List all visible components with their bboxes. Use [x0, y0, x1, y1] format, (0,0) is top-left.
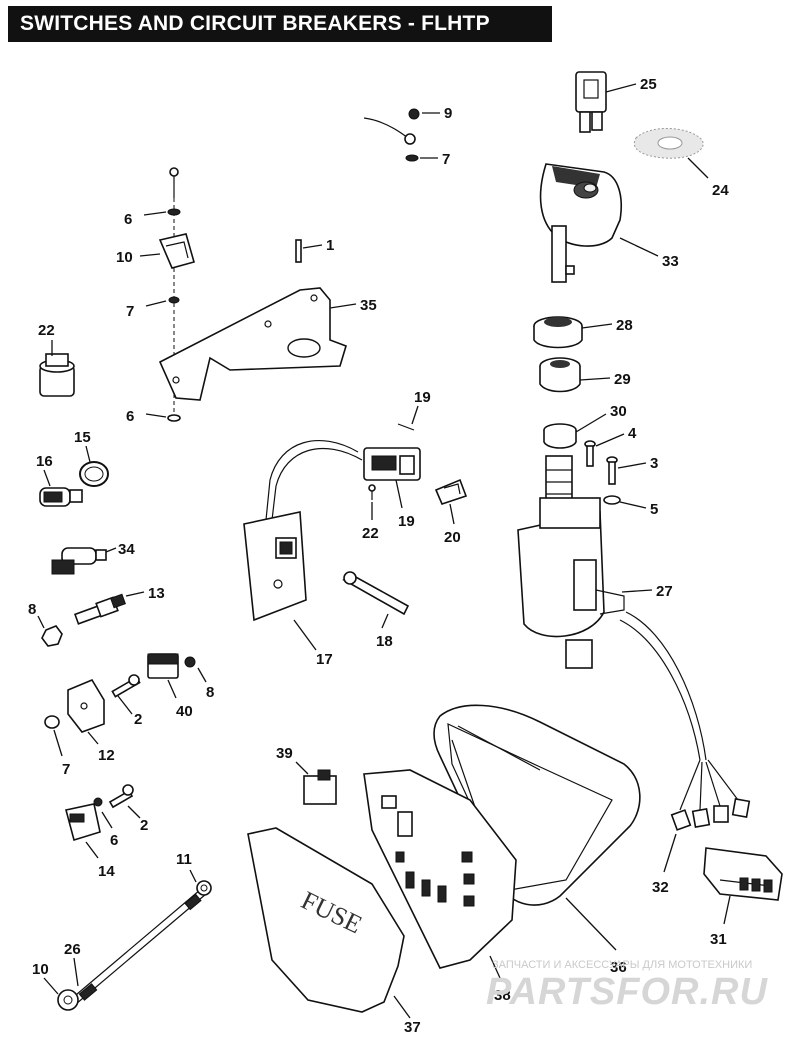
callout-2b: 2 [140, 817, 148, 834]
gasket-part-24 [633, 127, 704, 159]
fuse-panel-part-38 [363, 769, 517, 969]
switch-body-part-27 [517, 455, 625, 669]
callout-33: 33 [662, 253, 679, 270]
callout-18: 18 [376, 633, 393, 650]
callout-13: 13 [148, 585, 165, 602]
callout-6b: 6 [126, 408, 134, 425]
callout-7b: 7 [126, 303, 134, 320]
sensor-part-34 [51, 547, 107, 575]
callout-14: 14 [98, 863, 115, 880]
callout-9: 9 [444, 105, 452, 122]
block-part-12 [67, 678, 105, 733]
callout-7a: 7 [442, 151, 450, 168]
ring-part-30 [543, 423, 577, 449]
o-ring-part-15 [79, 461, 109, 487]
callout-15: 15 [74, 429, 91, 446]
ground-wire-part-9 [363, 108, 420, 145]
callout-3: 3 [650, 455, 658, 472]
callout-31: 31 [710, 931, 727, 948]
pressure-switch-part-16 [39, 487, 83, 507]
callout-7c: 7 [62, 761, 70, 778]
watermark-logo: PARTSFOR.RU [486, 971, 768, 1013]
callout-39: 39 [276, 745, 293, 762]
screw-part-3 [606, 456, 618, 485]
switch-part-14 [65, 797, 103, 842]
callout-37: 37 [404, 1019, 421, 1036]
callout-2a: 2 [134, 711, 142, 728]
callout-27: 27 [656, 583, 673, 600]
callout-36: 36 [610, 959, 627, 976]
callout-17: 17 [316, 651, 333, 668]
callout-16: 16 [36, 453, 53, 470]
callout-26: 26 [64, 941, 81, 958]
callout-40: 40 [176, 703, 193, 720]
watermark-subtitle: ЗАПЧАСТИ И АКСЕССУАРЫ ДЛЯ МОТОТЕХНИКИ [492, 959, 752, 971]
ground-strap-part-11 [69, 880, 212, 1005]
screw-part-22 [368, 484, 376, 500]
callout-19b: 19 [398, 513, 415, 530]
callout-29: 29 [614, 371, 631, 388]
wiring-harness-part-32 [619, 611, 751, 831]
clip-part-20 [434, 478, 468, 505]
relay-part-39 [303, 769, 337, 805]
callout-19a: 19 [414, 389, 431, 406]
callout-22b: 22 [362, 525, 379, 542]
callout-11: 11 [176, 851, 192, 868]
callout-6c: 6 [110, 832, 118, 849]
callout-10b: 10 [32, 961, 49, 978]
callout-35: 35 [360, 297, 377, 314]
callout-20: 20 [444, 529, 461, 546]
callout-1: 1 [326, 237, 334, 254]
callout-4: 4 [628, 425, 637, 442]
lock-nut-part-28 [533, 316, 583, 349]
callout-24: 24 [712, 182, 729, 199]
washer-part-5 [603, 495, 621, 505]
callout-25: 25 [640, 76, 657, 93]
diagram-title: SWITCHES AND CIRCUIT BREAKERS - FLHTP [8, 6, 552, 42]
callout-8a: 8 [28, 601, 36, 618]
screw-part-4 [584, 440, 596, 467]
sleeve-part-29 [539, 357, 581, 393]
fuse-cover-part-37 [247, 827, 405, 1013]
callout-28: 28 [616, 317, 633, 334]
mounting-bracket-part-35 [158, 287, 347, 401]
callout-5: 5 [650, 501, 658, 518]
clip-part-10 [158, 233, 195, 269]
callout-38: 38 [494, 987, 511, 1004]
sender-part-13 [73, 593, 126, 625]
connector-part-19 [363, 447, 421, 481]
callout-6a: 6 [124, 211, 132, 228]
callout-12: 12 [98, 747, 115, 764]
callout-32: 32 [652, 879, 669, 896]
washer-part-7b [44, 715, 60, 729]
bolt-part-2 [111, 674, 141, 698]
callout-22a: 22 [38, 322, 55, 339]
bolt-part-2b [108, 784, 134, 809]
pin-part-1 [295, 239, 302, 263]
key-part-25 [575, 71, 607, 133]
callout-34: 34 [118, 541, 135, 558]
cable-tie-part-18 [342, 571, 410, 616]
callout-10a: 10 [116, 249, 133, 266]
washer-part-7 [405, 154, 419, 162]
circuit-breaker-part-40 [147, 653, 196, 679]
switch-assembly-part-17 [243, 439, 363, 622]
ignition-switch-part-33 [539, 163, 622, 283]
terminal-ring-part-10 [57, 983, 98, 1011]
callout-8b: 8 [206, 684, 214, 701]
nut-part-8 [41, 625, 63, 647]
callout-30: 30 [610, 403, 627, 420]
pin-part-19 [397, 423, 415, 431]
connector-part-31 [703, 847, 783, 901]
cap-part-22 [39, 353, 75, 397]
